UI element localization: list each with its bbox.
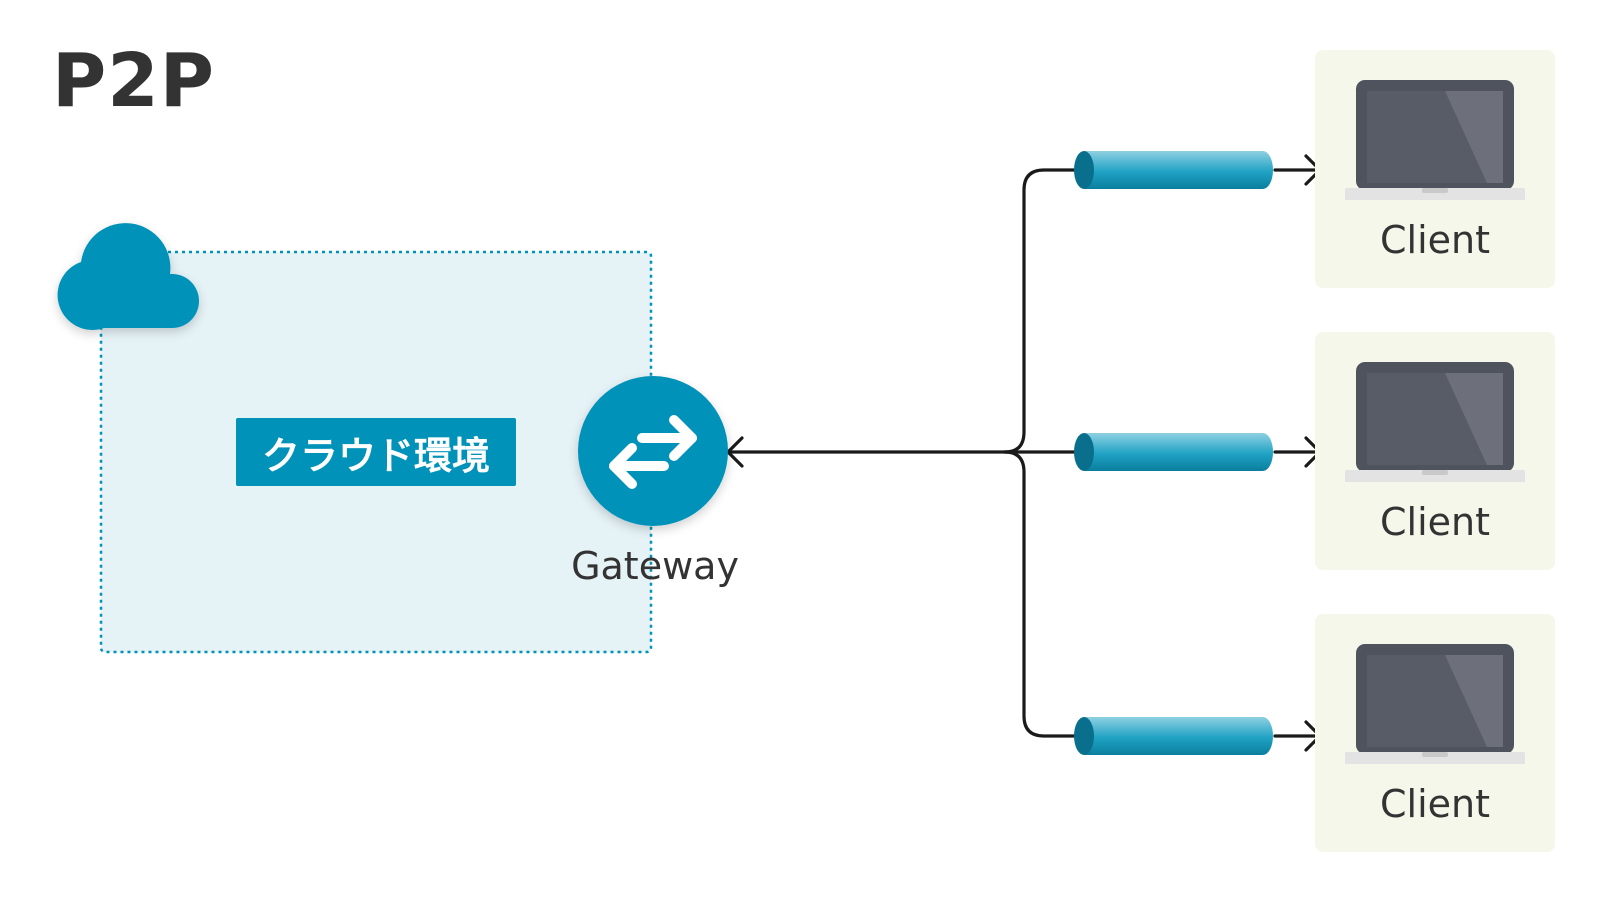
client-card: Client	[1315, 332, 1555, 570]
tunnel-pipe-icon	[1074, 717, 1273, 755]
client-label: Client	[1379, 782, 1490, 826]
laptop-icon	[1345, 644, 1525, 764]
tunnel-pipe-icon	[1074, 433, 1273, 471]
cloud-environment-label: クラウド環境	[236, 418, 516, 486]
bidirectional-arrows-icon	[609, 415, 697, 489]
tunnel-pipe-icon	[1074, 151, 1273, 189]
client-label: Client	[1379, 500, 1490, 544]
page-title: P2P	[52, 38, 215, 124]
connector-lines	[726, 168, 1322, 738]
gateway-label: Gateway	[571, 544, 739, 588]
gateway-node	[578, 376, 728, 526]
gateway-arrowhead-icon	[726, 436, 744, 468]
cloud-icon	[57, 223, 200, 330]
laptop-icon	[1345, 362, 1525, 482]
laptop-icon	[1345, 80, 1525, 200]
client-card: Client	[1315, 50, 1555, 288]
client-card: Client	[1315, 614, 1555, 852]
client-label: Client	[1379, 218, 1490, 262]
